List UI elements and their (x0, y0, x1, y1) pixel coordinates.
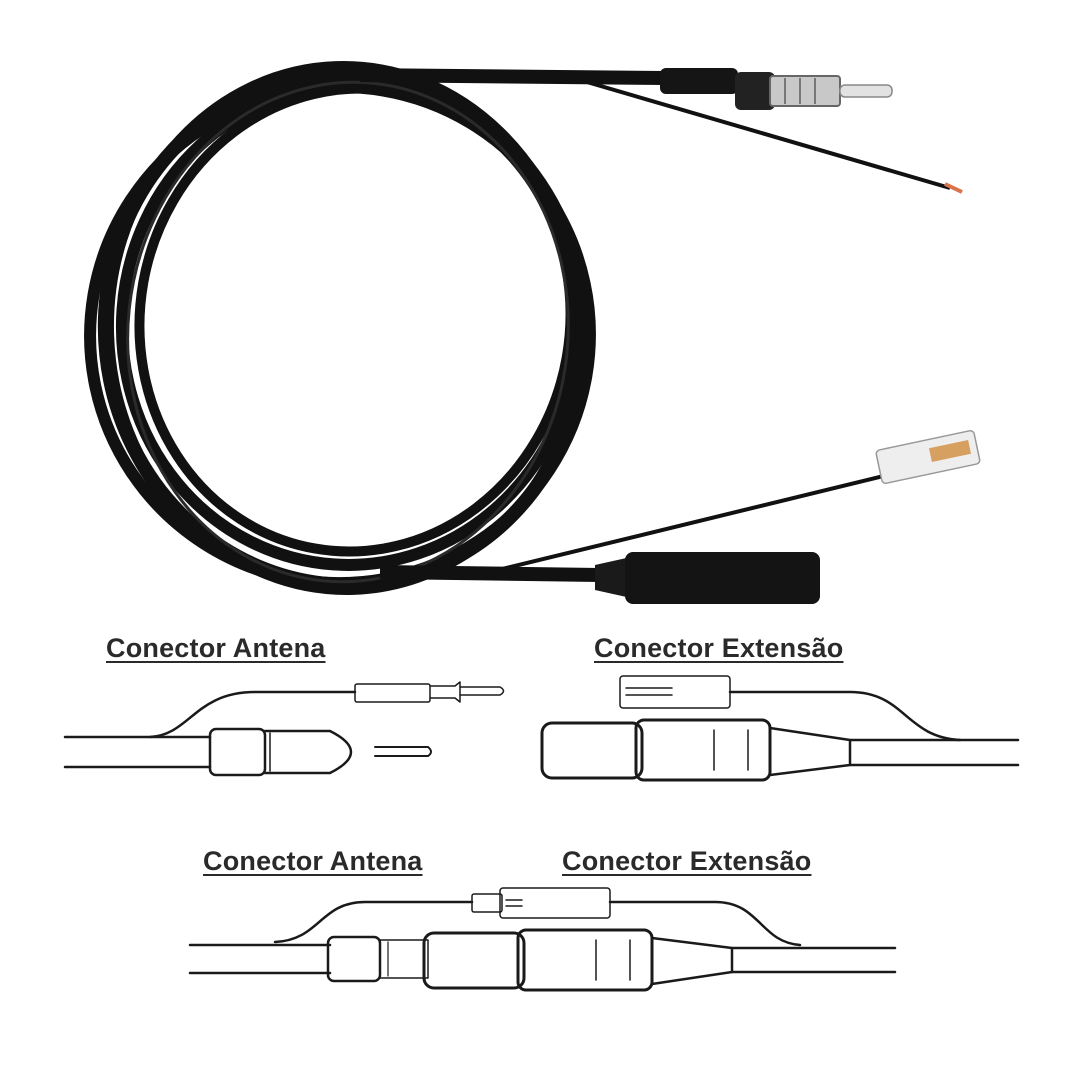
assembled-connectors-diagram (188, 887, 897, 992)
antenna-plug (660, 68, 893, 110)
cable-coil (84, 61, 596, 595)
rca-terminal (875, 429, 981, 485)
top-lead (359, 68, 963, 194)
antenna-connector-diagram (63, 681, 505, 777)
extension-connector-diagram (540, 675, 1020, 782)
assembled-extension-label: Conector Extensão (562, 846, 812, 876)
assembled-antenna-label: Conector Antena (203, 846, 423, 876)
extension-socket (595, 552, 820, 604)
antenna-connector-label: Conector Antena (106, 633, 326, 663)
bottom-lead (379, 470, 901, 582)
extension-connector-label: Conector Extensão (594, 633, 844, 663)
